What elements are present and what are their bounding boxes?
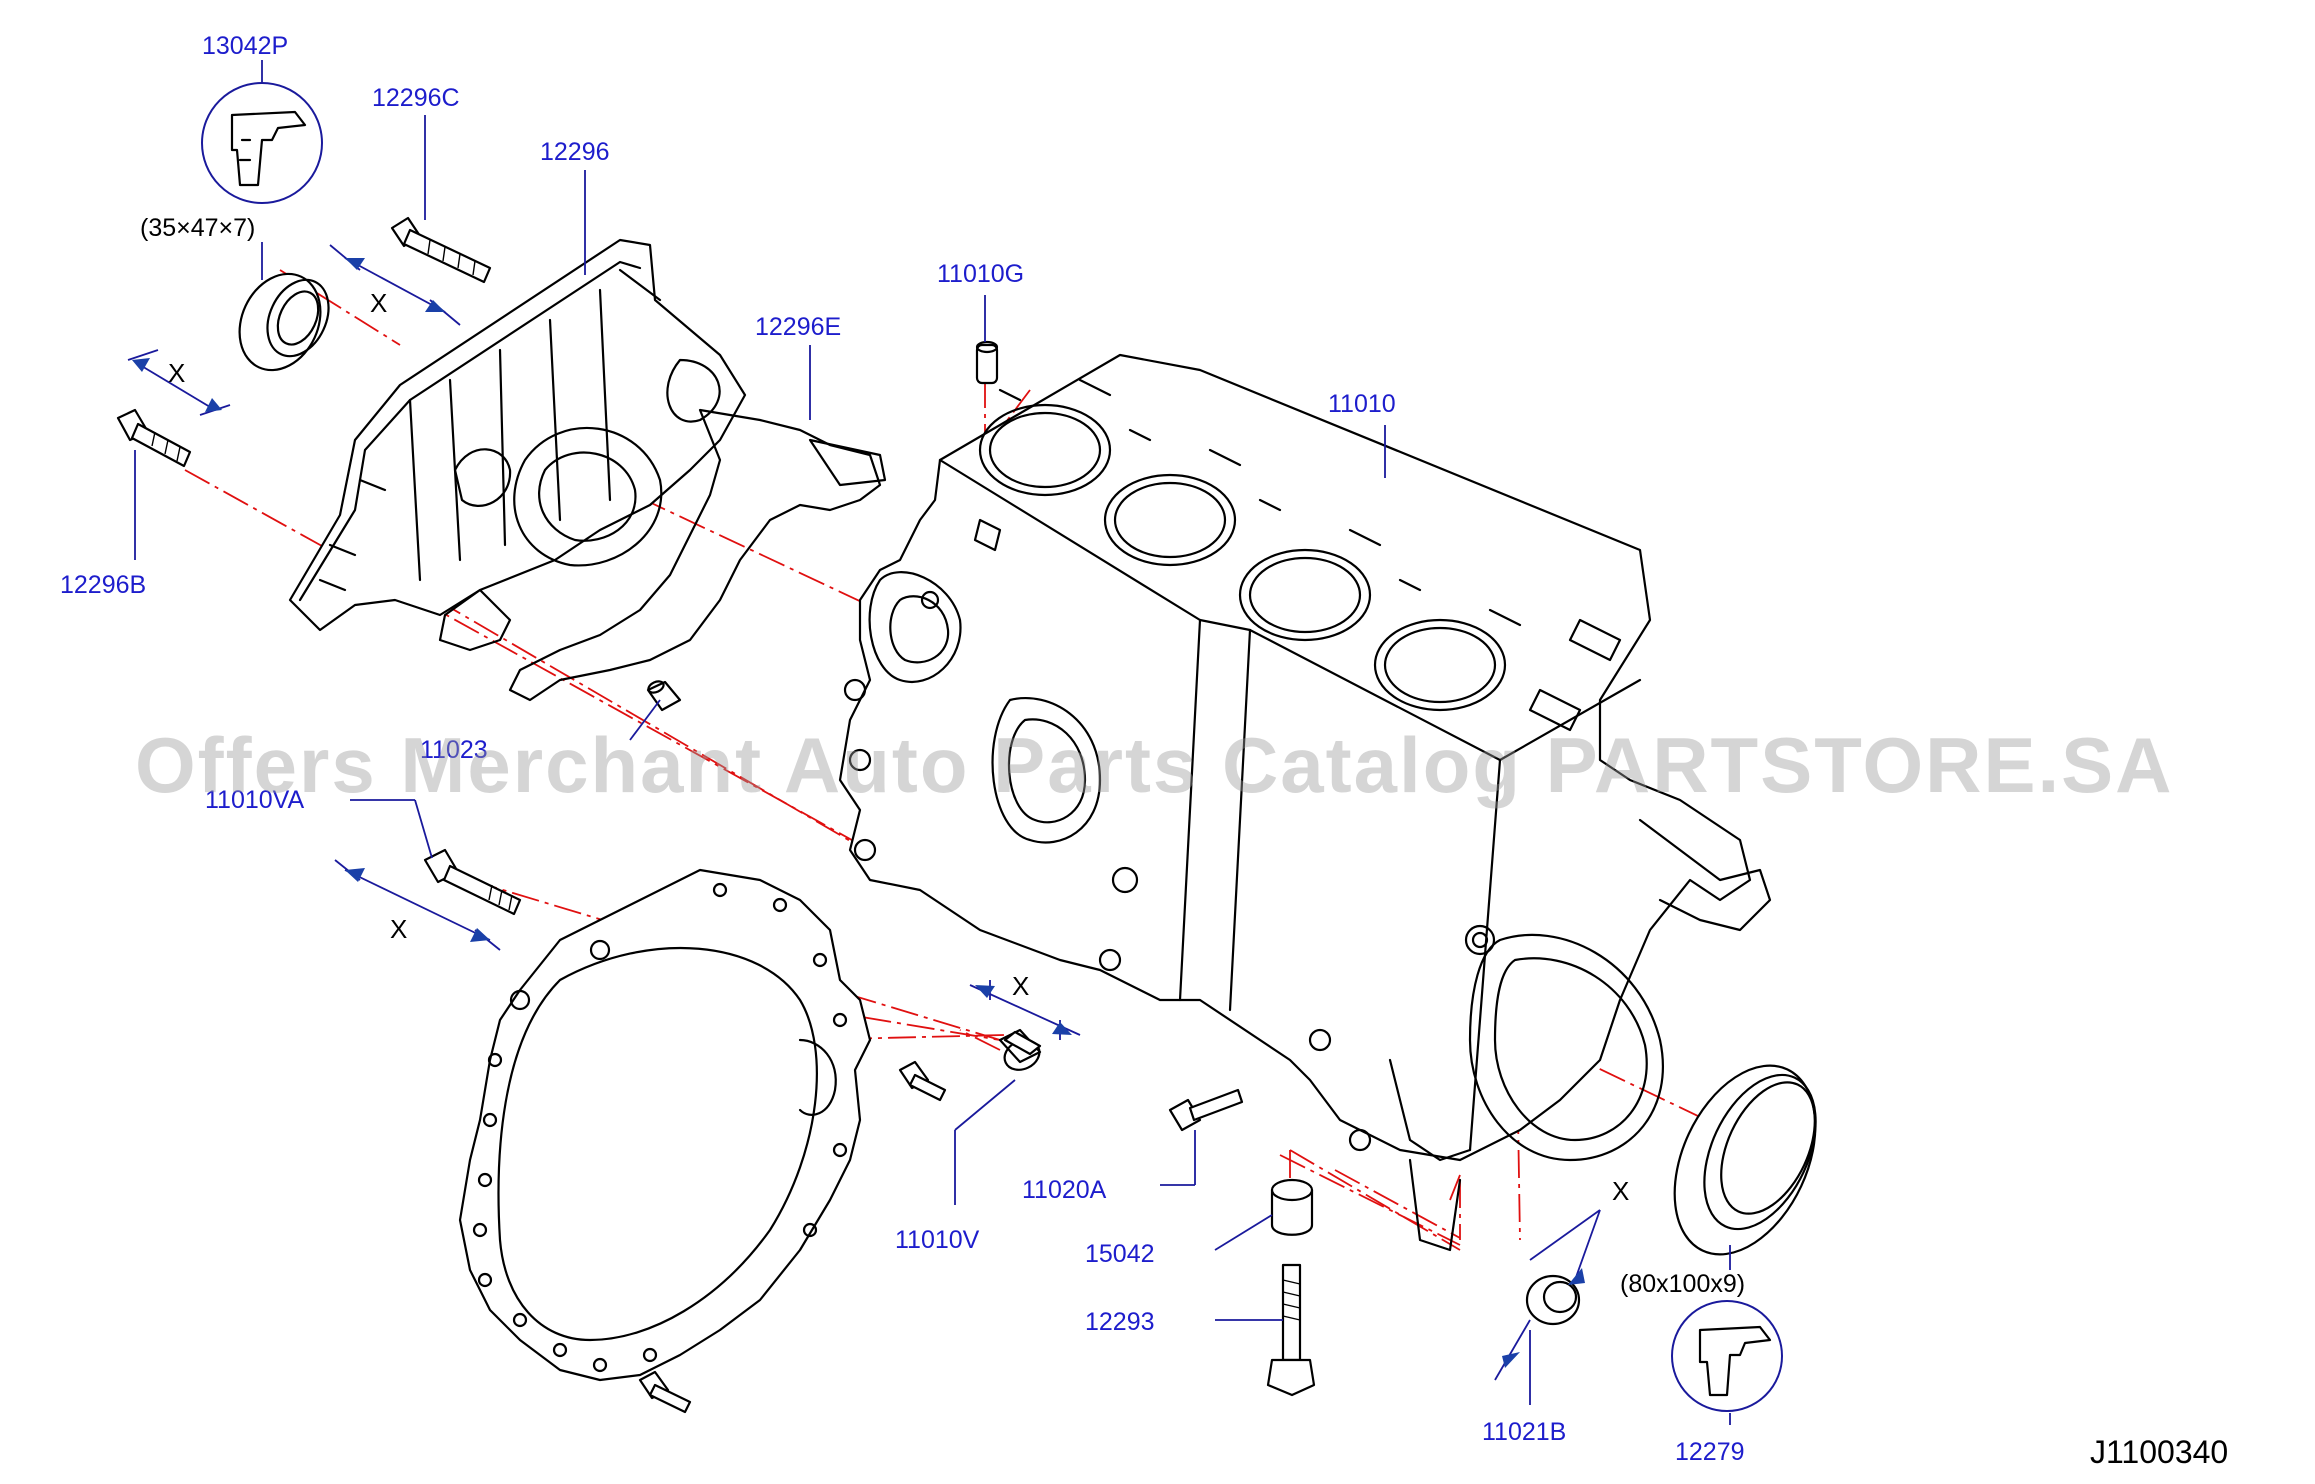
label-12296C[interactable]: 12296C bbox=[372, 84, 460, 112]
label-11010V[interactable]: 11010V bbox=[895, 1226, 980, 1254]
front-oil-seal bbox=[238, 272, 330, 372]
label-11010VA[interactable]: 11010VA bbox=[205, 786, 304, 814]
label-12296[interactable]: 12296 bbox=[540, 138, 610, 166]
x-marker-4: X bbox=[1012, 971, 1029, 1001]
watermark: Offers Merchant Auto Parts Catalog PARTS… bbox=[135, 721, 2174, 809]
bolt-11010v bbox=[998, 1028, 1042, 1071]
rear-plate bbox=[458, 868, 872, 1382]
dim-rear-seal: (80x100x9) bbox=[1620, 1270, 1745, 1298]
label-11020A[interactable]: 11020A bbox=[1022, 1176, 1107, 1204]
timing-cover bbox=[288, 238, 747, 652]
label-11021B[interactable]: 11021B bbox=[1482, 1418, 1566, 1446]
dim-front-seal: (35×47×7) bbox=[140, 214, 255, 242]
gasket bbox=[508, 408, 887, 702]
x-marker-1: X bbox=[370, 288, 387, 318]
bolt-11020a bbox=[1168, 1088, 1244, 1132]
diagram-code: J1100340 bbox=[2090, 1434, 2228, 1470]
label-12296B[interactable]: 12296B bbox=[60, 571, 146, 599]
plate-bolts bbox=[638, 1060, 947, 1414]
label-13042P[interactable]: 13042P bbox=[202, 32, 288, 60]
dowel-pin bbox=[646, 680, 682, 712]
label-11023[interactable]: 11023 bbox=[420, 736, 488, 764]
rear-oil-seal bbox=[1673, 1064, 1817, 1256]
seal-section-front bbox=[201, 82, 323, 204]
plug-11021b bbox=[1525, 1274, 1581, 1326]
label-11010[interactable]: 11010 bbox=[1328, 390, 1396, 418]
bolt-11010va bbox=[423, 848, 522, 916]
seal-section-rear bbox=[1671, 1300, 1783, 1412]
bolt-12293 bbox=[1266, 1263, 1316, 1397]
plug-15042 bbox=[1270, 1178, 1314, 1236]
part-labels: 13042P 12296C 12296 11010G 12296E 11010 … bbox=[60, 32, 2228, 1470]
label-12293[interactable]: 12293 bbox=[1085, 1308, 1155, 1336]
leader-lines bbox=[134, 60, 1731, 1425]
x-marker-5: X bbox=[1612, 1176, 1629, 1206]
bolt-12296b bbox=[116, 408, 192, 468]
label-11010G[interactable]: 11010G bbox=[937, 260, 1024, 288]
label-15042[interactable]: 15042 bbox=[1085, 1240, 1155, 1268]
x-marker-2: X bbox=[168, 358, 185, 388]
label-12296E[interactable]: 12296E bbox=[755, 313, 841, 341]
dowel-11010g bbox=[975, 340, 999, 385]
bolt-12296c bbox=[390, 216, 492, 284]
dimension-markers bbox=[127, 244, 1601, 1368]
label-12279[interactable]: 12279 bbox=[1675, 1438, 1745, 1466]
x-marker-3: X bbox=[390, 914, 407, 944]
cylinder-block bbox=[838, 353, 1772, 1252]
